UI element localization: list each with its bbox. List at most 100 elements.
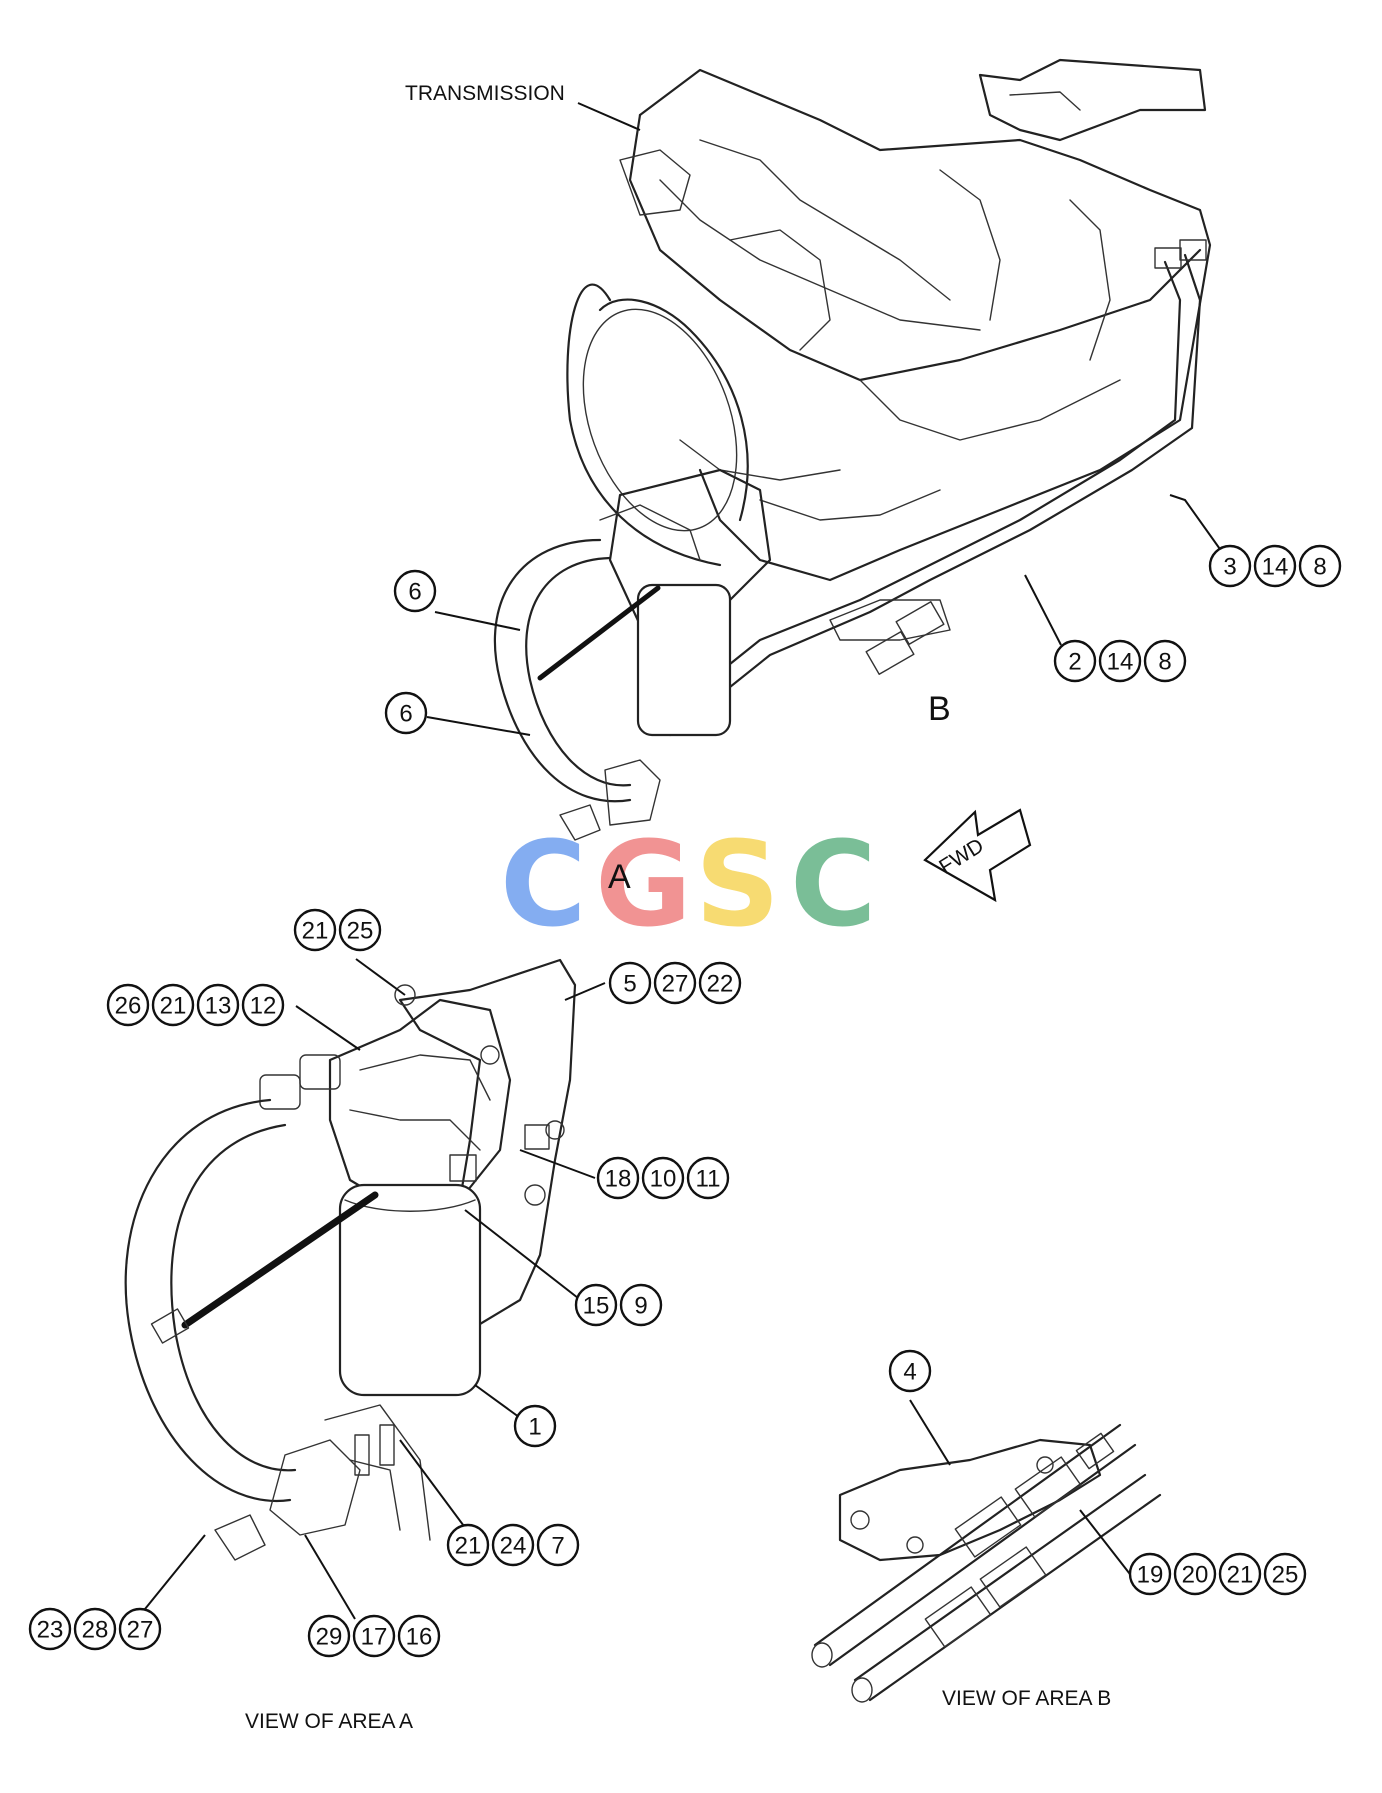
callout-group-c15: 19 20 21 25 xyxy=(1128,1552,1307,1596)
callout-circle xyxy=(698,961,742,1005)
callout-number: 29 xyxy=(316,1624,343,1651)
callout-circle xyxy=(1298,544,1342,588)
callout-number: 6 xyxy=(408,579,421,606)
callout-group-c06: 26 21 13 12 xyxy=(106,983,285,1027)
callout-number: 8 xyxy=(1313,554,1326,581)
callout-number: 6 xyxy=(399,701,412,728)
callout-circle xyxy=(1053,639,1097,683)
callout-number: 18 xyxy=(605,1166,632,1193)
callout-circle xyxy=(28,1607,72,1651)
callout-circle xyxy=(608,961,652,1005)
callout-circle xyxy=(1143,639,1187,683)
watermark-letter-c1: C xyxy=(500,815,587,953)
callout-group-c10: 1 xyxy=(513,1404,557,1448)
callout-number: 27 xyxy=(662,971,689,998)
callout-circle xyxy=(686,1156,730,1200)
callout-circle xyxy=(1208,544,1252,588)
callout-circle xyxy=(196,983,240,1027)
callout-number: 21 xyxy=(302,918,329,945)
callout-group-c05: 21 25 xyxy=(293,908,382,952)
callout-circle xyxy=(151,983,195,1027)
callout-circle xyxy=(1253,544,1297,588)
callout-circle xyxy=(1128,1552,1172,1596)
callout-group-c13: 29 17 16 xyxy=(307,1614,441,1658)
callout-circle xyxy=(393,569,437,613)
callout-number: 28 xyxy=(82,1617,109,1644)
callout-number: 15 xyxy=(583,1293,610,1320)
callout-number: 4 xyxy=(903,1359,916,1386)
callout-number: 22 xyxy=(707,971,734,998)
view-area-a-label: VIEW OF AREA A xyxy=(245,1710,413,1733)
callout-number: 23 xyxy=(37,1617,64,1644)
callout-circle xyxy=(384,691,428,735)
callout-circle xyxy=(106,983,150,1027)
callout-number: 11 xyxy=(696,1166,721,1193)
callout-circle xyxy=(446,1523,490,1567)
callout-circle xyxy=(307,1614,351,1658)
callout-circle xyxy=(352,1614,396,1658)
watermark-letter-g: G xyxy=(595,815,692,953)
callout-group-c14: 4 xyxy=(888,1349,932,1393)
callout-number: 14 xyxy=(1107,649,1134,676)
callout-group-c03: 3 14 8 xyxy=(1208,544,1342,588)
callout-circle xyxy=(1263,1552,1307,1596)
callout-circle xyxy=(641,1156,685,1200)
callout-number: 2 xyxy=(1068,649,1081,676)
callout-number: 21 xyxy=(455,1533,482,1560)
callout-group-c11: 21 24 7 xyxy=(446,1523,580,1567)
callout-number: 7 xyxy=(551,1533,564,1560)
callout-number: 21 xyxy=(1227,1562,1254,1589)
callout-circle xyxy=(536,1523,580,1567)
transmission-leader xyxy=(577,102,641,131)
callout-group-c04: 2 14 8 xyxy=(1053,639,1187,683)
area-a-marker: A xyxy=(608,858,631,896)
callout-circle xyxy=(653,961,697,1005)
callout-number: 3 xyxy=(1223,554,1236,581)
callout-circle xyxy=(1173,1552,1217,1596)
callout-circle xyxy=(73,1607,117,1651)
area-a-illustration xyxy=(124,958,577,1561)
callout-number: 17 xyxy=(361,1624,388,1651)
callout-number: 14 xyxy=(1262,554,1289,581)
leader-lines xyxy=(144,494,1233,1620)
callout-circle xyxy=(513,1404,557,1448)
callout-circle xyxy=(888,1349,932,1393)
callout-number: 13 xyxy=(205,993,232,1020)
callout-circle xyxy=(491,1523,535,1567)
cgsc-watermark: C G S C xyxy=(500,815,877,953)
callout-number: 12 xyxy=(250,993,277,1020)
callout-number: 26 xyxy=(115,993,142,1020)
forward-arrow-icon: FWD xyxy=(923,808,1032,903)
callout-number: 9 xyxy=(634,1293,647,1320)
transmission-label: TRANSMISSION xyxy=(405,82,565,105)
callout-number: 25 xyxy=(1272,1562,1299,1589)
callout-number: 24 xyxy=(500,1533,527,1560)
callout-number: 21 xyxy=(160,993,187,1020)
watermark-letter-s: S xyxy=(695,815,780,953)
callout-circle xyxy=(293,908,337,952)
callout-number: 25 xyxy=(347,918,374,945)
callout-circle xyxy=(241,983,285,1027)
callout-group-c02: 6 xyxy=(384,691,428,735)
callout-group-c09: 15 9 xyxy=(574,1283,663,1327)
callout-circle xyxy=(397,1614,441,1658)
callout-number: 19 xyxy=(1137,1562,1164,1589)
transmission-illustration xyxy=(493,58,1212,841)
area-b-marker: B xyxy=(928,690,951,728)
callout-circle xyxy=(1218,1552,1262,1596)
callout-group-c01: 6 xyxy=(393,569,437,613)
callout-circle xyxy=(574,1283,618,1327)
view-area-b-label: VIEW OF AREA B xyxy=(942,1687,1111,1710)
callout-circle xyxy=(1098,639,1142,683)
callout-group-c07: 5 27 22 xyxy=(608,961,742,1005)
callout-number: 1 xyxy=(528,1414,541,1441)
callout-number: 20 xyxy=(1182,1562,1209,1589)
callout-number: 8 xyxy=(1158,649,1171,676)
callout-circle xyxy=(118,1607,162,1651)
callout-number: 5 xyxy=(623,971,636,998)
callout-circle xyxy=(619,1283,663,1327)
area-b-illustration xyxy=(811,1423,1162,1703)
callout-number: 16 xyxy=(406,1624,433,1651)
